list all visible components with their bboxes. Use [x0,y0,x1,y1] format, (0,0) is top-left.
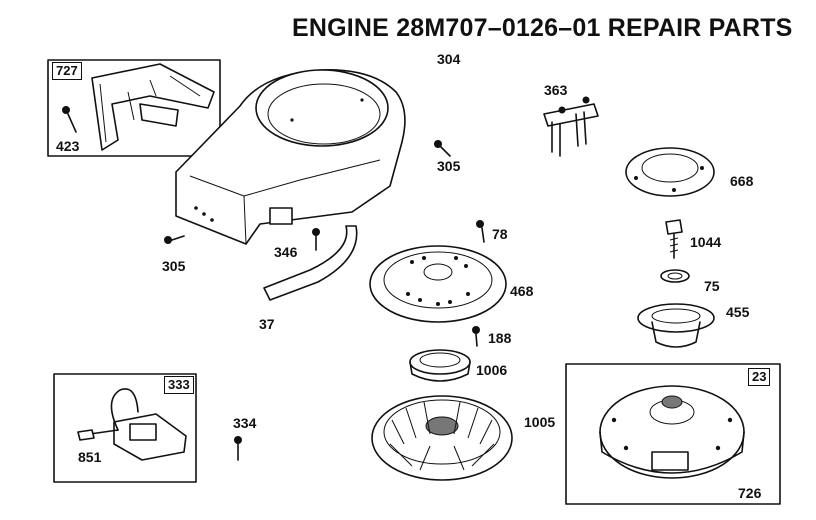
part-78-screw-drawing [476,220,485,243]
part-label-668: 668 [730,173,754,189]
part-label-468: 468 [510,283,534,299]
part-label-346: 346 [274,244,298,260]
part-label-305-a: 305 [437,158,461,174]
part-label-423: 423 [56,138,80,154]
kit-label-727: 727 [52,62,82,80]
part-label-75: 75 [704,278,720,294]
part-1006-cup-drawing [409,349,471,382]
part-334-screw-drawing [234,436,242,461]
part-label-726: 726 [738,485,762,501]
part-1044-screw-drawing [665,219,683,259]
part-label-305-b: 305 [162,258,186,274]
part-188-screw-drawing [472,326,480,347]
part-455-cup-drawing [637,303,715,348]
part-468-screen-drawing [369,245,507,323]
part-304-blower-housing-drawing [175,69,406,245]
part-label-78: 78 [492,226,508,242]
kit-727-box [47,59,221,157]
part-label-363: 363 [544,82,568,98]
part-label-851: 851 [78,449,102,465]
part-346-screw-drawing [312,228,320,251]
kit-23-box [565,363,781,505]
part-1005-flywheel-drawing [371,395,513,481]
part-851-terminal-drawing [77,429,95,441]
part-label-1006: 1006 [476,362,508,378]
part-305-screw-drawing-a [434,140,451,157]
part-305-screw-drawing-b [164,235,185,244]
part-label-304: 304 [437,51,461,67]
part-label-334: 334 [233,415,257,431]
part-label-455: 455 [726,304,750,320]
part-37-baffle-drawing [263,225,358,301]
part-333-armature-drawing [89,388,187,461]
kit-label-333: 333 [164,376,194,394]
part-727-guard-drawing [91,63,215,151]
part-75-washer-drawing [660,269,690,283]
page-title: ENGINE 28M707–0126–01 REPAIR PARTS [292,14,793,42]
kit-333-box [53,373,197,483]
kit-label-23: 23 [748,368,771,386]
part-label-37: 37 [259,316,275,332]
part-label-1044: 1044 [690,234,722,250]
part-363-bracket-drawing [543,96,599,157]
part-423-screw-drawing [62,106,77,133]
part-668-plate-drawing [625,147,715,197]
part-label-1005: 1005 [524,414,556,430]
part-label-188: 188 [488,330,512,346]
part-726-flywheel-drawing [599,385,745,479]
